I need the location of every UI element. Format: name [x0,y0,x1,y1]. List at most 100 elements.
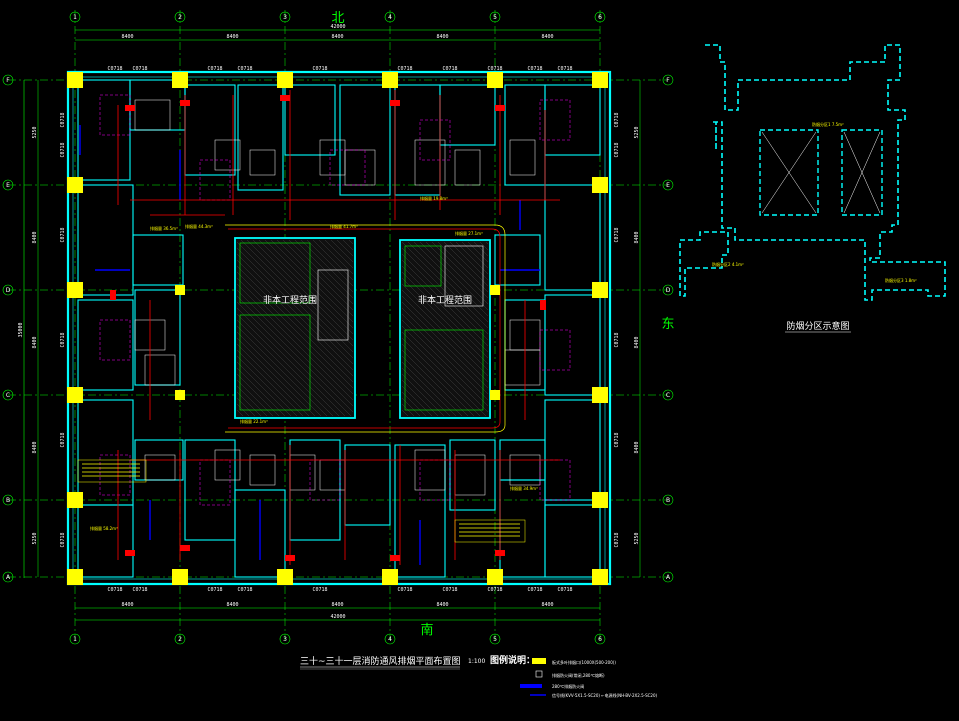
bay-dim-right-4: 5250 [634,532,640,544]
window-tag-top-1: C0718 [132,66,147,72]
smoke-zone-inset-diagram: 防烟分区1 7.5m² 防烟分区2 4.1m² 防烟分区3 1.8m² 防烟分区… [679,44,946,333]
hatch-line [473,241,489,257]
inset-zone-label-3: 防烟分区3 1.8m² [885,277,917,283]
axis-label-col-6-top: 6 [598,14,602,21]
window-tag-top-2: C0718 [207,66,222,72]
room-5 [339,84,391,196]
smoke-outlet-8 [390,555,400,561]
hatch-line [258,239,354,335]
bay-dim-bottom-0: 8400 [121,602,133,608]
window-tag-right-4: C0718 [614,432,620,447]
window-tag-top-7: C0718 [487,66,502,72]
hatch-line [236,331,322,417]
hatch-line [236,367,286,417]
column-5-3 [592,387,608,403]
hatch-line [236,241,354,359]
overall-dim-top-text: 42000 [330,24,345,30]
room-annotation-1: 排烟量 36.5m³ [150,225,178,231]
window-tag-left-1: C0718 [60,142,66,157]
axis-bubble-col-3-bottom [279,633,291,645]
axis-label-col-5-top: 5 [493,14,497,21]
hatch-line [401,301,489,389]
window-tag-top-6: C0718 [442,66,457,72]
building-outer-wall [66,70,612,586]
window-tag-bottom-5: C0718 [397,587,412,593]
hatch-line [401,349,469,417]
column-0-1 [67,177,83,193]
bathroom-2 [249,149,276,176]
bay-dim-bottom-2: 8400 [331,602,343,608]
room-16 [544,294,601,396]
axis-bubble-col-1-top [69,11,81,23]
window-tag-left-4: C0718 [60,432,66,447]
core-exclusion-zone-right: 非本工程范围 [399,239,491,419]
hatch-line [246,239,354,347]
column-0-0 [67,72,83,88]
compass-south-label: 南 [420,622,433,638]
bay-dim-right-1: 8400 [634,231,640,243]
column-3-5 [382,569,398,585]
room-8 [504,84,546,186]
hatch-line [455,241,489,275]
room-annotation-5: 排烟量 34.9m³ [510,485,538,491]
smoke-outlet-1 [180,100,190,106]
hatch-line [240,239,354,353]
hatch-line [342,239,354,251]
bathroom-19 [144,454,176,481]
bay-dim-top-4: 8400 [541,34,553,40]
bathroom-4 [344,149,376,186]
room-11 [132,234,184,286]
axis-bubble-row-A-right [662,571,674,583]
legend-heading: 图例说明： [490,654,535,666]
column-4-0 [487,72,503,88]
axis-label-col-2-top: 2 [178,14,182,21]
room-2 [184,84,236,176]
overall-dimension-top: 42000 [75,24,600,31]
legend-item-2: 排烟防火阀(常闭,280℃熔断) [552,672,605,678]
bathroom-6 [454,149,481,186]
hatch-line [236,355,298,417]
axis-label-row-F-right: F [666,77,670,84]
hatch-line [236,343,310,417]
compass-east-label: 东 [661,317,674,332]
bathroom-16 [414,449,446,491]
inset-zone-label-2: 防烟分区2 4.1m² [712,261,744,267]
hatch-line [252,239,354,341]
axis-label-col-4-top: 4 [388,14,392,21]
smoke-zone-4 [539,99,571,141]
bay-dim-right-2: 8400 [634,336,640,348]
window-tag-bottom-1: C0718 [132,587,147,593]
axis-bubble-col-1-bottom [69,633,81,645]
bathroom-1 [214,139,241,171]
room-22 [234,489,286,578]
hatch-line [449,241,489,281]
bay-dim-bottom-3: 8400 [436,602,448,608]
window-tag-top-0: C0718 [107,66,122,72]
window-tag-top-5: C0718 [397,66,412,72]
hatch-line [324,239,354,269]
bathroom-3 [319,139,346,176]
hatch-line [236,313,340,417]
axis-bubble-row-B-left [2,494,14,506]
hatch-line [236,259,354,377]
hatch-line [236,307,346,417]
axis-bubble-row-E-right [662,179,674,191]
hatch-line [236,385,268,417]
axis-bubble-row-A-left [2,571,14,583]
hatch-line [306,239,354,287]
structural-columns [67,72,608,585]
axis-bubble-row-E-left [2,179,14,191]
hatch-line [288,239,354,305]
smoke-exhaust-ducts [110,90,560,565]
column-5-0 [592,72,608,88]
inset-zone-outline [705,44,946,301]
room-15 [494,234,541,286]
window-tag-bottom-7: C0718 [487,587,502,593]
building-inner-wall [72,76,606,580]
hatch-line [425,241,489,305]
hatch-line [236,295,354,413]
inset-elevator-left [759,129,819,216]
hatch-line [401,289,489,377]
column-inner-0 [175,285,185,295]
